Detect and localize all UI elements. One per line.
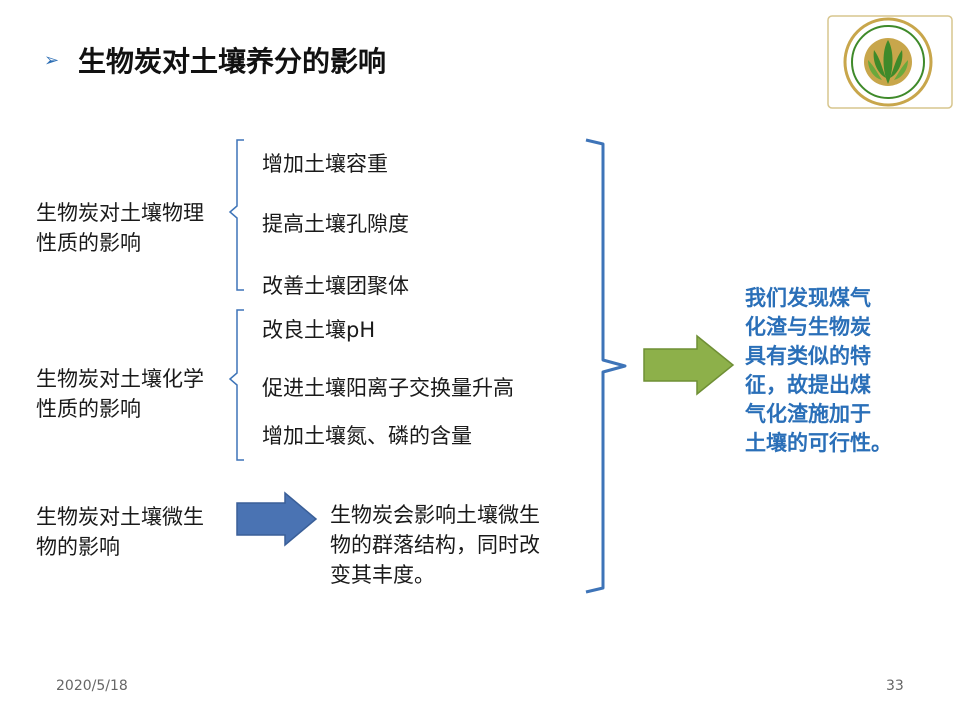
conclusion-line: 具有类似的特: [745, 344, 871, 368]
university-logo: [827, 15, 953, 109]
microbial-effect-line: 生物炭会影响土壤微生: [330, 503, 540, 527]
chemical-item: 改良土壤pH: [262, 318, 376, 342]
blue-arrow: [236, 491, 318, 547]
slide-title: 生物炭对土壤养分的影响: [78, 45, 387, 78]
category-microbial: 生物炭对土壤微生 物的影响: [36, 502, 204, 562]
category-chemical: 生物炭对土壤化学 性质的影响: [36, 364, 204, 424]
physical-item: 提高土壤孔隙度: [262, 212, 409, 236]
summary-brace: [585, 138, 627, 594]
page-number: 33: [886, 678, 904, 694]
category-microbial-line2: 物的影响: [36, 535, 120, 559]
conclusion-line: 化渣与生物炭: [745, 315, 871, 339]
footer-date: 2020/5/18: [56, 678, 128, 694]
green-arrow: [643, 334, 735, 396]
physical-item: 增加土壤容重: [262, 152, 388, 176]
physical-brace: [228, 139, 244, 291]
category-chemical-line2: 性质的影响: [36, 397, 141, 421]
conclusion-line: 我们发现煤气: [745, 286, 871, 310]
category-physical-line1: 生物炭对土壤物理: [36, 201, 204, 225]
category-physical: 生物炭对土壤物理 性质的影响: [36, 198, 204, 258]
conclusion-text: 我们发现煤气 化渣与生物炭 具有类似的特 征，故提出煤 气化渣施加于 土壤的可行…: [745, 284, 892, 458]
chemical-brace: [228, 309, 244, 461]
conclusion-line: 气化渣施加于: [745, 402, 871, 426]
bullet-arrow-icon: ➢: [44, 50, 60, 71]
chemical-item: 促进土壤阳离子交换量升高: [262, 376, 514, 400]
category-microbial-line1: 生物炭对土壤微生: [36, 505, 204, 529]
physical-item: 改善土壤团聚体: [262, 274, 409, 298]
chemical-item: 增加土壤氮、磷的含量: [262, 424, 472, 448]
microbial-effect-line: 变其丰度。: [330, 563, 435, 587]
microbial-effect-text: 生物炭会影响土壤微生 物的群落结构，同时改 变其丰度。: [330, 500, 540, 590]
conclusion-line: 征，故提出煤: [745, 373, 871, 397]
microbial-effect-line: 物的群落结构，同时改: [330, 533, 540, 557]
category-physical-line2: 性质的影响: [36, 231, 141, 255]
category-chemical-line1: 生物炭对土壤化学: [36, 367, 204, 391]
conclusion-line: 土壤的可行性。: [745, 431, 892, 455]
